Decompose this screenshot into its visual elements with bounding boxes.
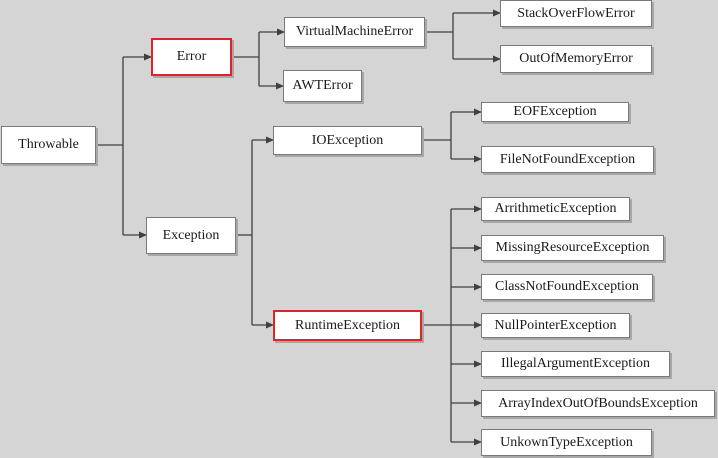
node-file-not-found-exception: FileNotFoundException	[481, 146, 654, 173]
node-illegal-argument-exception: IllegalArgumentException	[481, 351, 670, 377]
node-error: Error	[151, 38, 232, 76]
node-class-not-found-exception: ClassNotFoundException	[481, 274, 653, 300]
node-out-of-memory-error: OutOfMemoryError	[500, 45, 652, 73]
node-array-index-out-of-bounds-exception: ArrayIndexOutOfBoundsException	[481, 390, 715, 417]
node-arithmetic-exception: ArrithmeticException	[481, 197, 630, 221]
node-throwable: Throwable	[1, 126, 96, 164]
node-unknown-type-exception: UnkownTypeException	[481, 429, 652, 456]
node-null-pointer-exception: NullPointerException	[481, 313, 630, 338]
node-awt-error: AWTError	[283, 70, 362, 102]
node-runtime-exception: RuntimeException	[273, 310, 422, 341]
node-exception: Exception	[146, 217, 236, 254]
node-eof-exception: EOFException	[481, 102, 629, 122]
node-missing-resource-exception: MissingResourceException	[481, 235, 664, 261]
node-virtual-machine-error: VirtualMachineError	[284, 17, 425, 47]
node-stack-overflow-error: StackOverFlowError	[500, 0, 652, 27]
node-io-exception: IOException	[273, 126, 422, 155]
